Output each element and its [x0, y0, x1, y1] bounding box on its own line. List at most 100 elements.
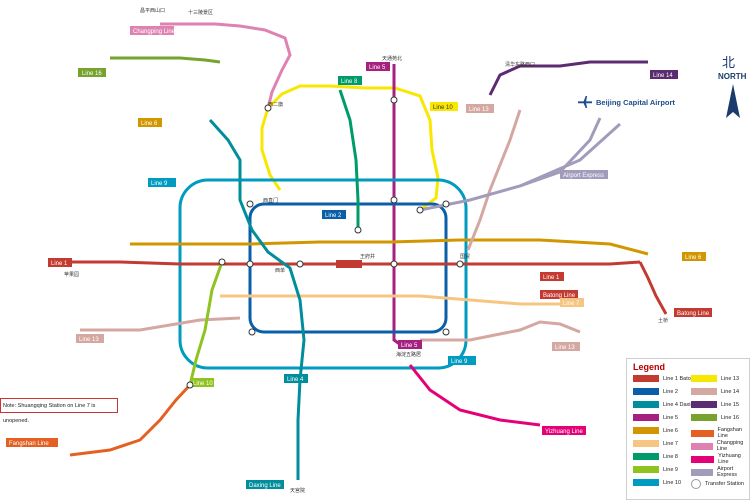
- compass-arrow-icon: [726, 84, 740, 118]
- station-label: 清华东路西口: [505, 61, 535, 68]
- tag-line6-west: Line 6: [138, 118, 162, 127]
- svg-text:Line 1: Line 1: [543, 275, 560, 281]
- station-label: 西直门: [263, 197, 278, 204]
- transfer-station-icon: [442, 200, 450, 208]
- yizhuang-path: [408, 364, 541, 427]
- transfer-station-icon: [264, 104, 272, 112]
- line15-path: [488, 60, 648, 96]
- legend-swatch: [633, 414, 659, 421]
- legend-item: Line 6: [633, 427, 678, 434]
- tag-line10-south: Line 9: [448, 356, 476, 365]
- legend-label: Line 16: [721, 414, 740, 421]
- changping-path: [160, 22, 292, 109]
- legend-swatch: [633, 453, 659, 460]
- legend-item: Line 5: [633, 414, 678, 421]
- svg-text:Daxing Line: Daxing Line: [249, 483, 281, 489]
- transfer-station-icon: [390, 96, 398, 104]
- legend-item: Airport Express: [691, 466, 749, 478]
- legend-item: Changping Line: [691, 440, 749, 452]
- transfer-station-icon: [390, 196, 398, 204]
- svg-text:Line 7: Line 7: [563, 301, 580, 307]
- tag-line5-south: Line 5: [398, 340, 422, 349]
- svg-text:Line 1: Line 1: [51, 261, 68, 267]
- legend-swatch: [633, 427, 659, 434]
- tag-line4: Line 4: [284, 374, 308, 383]
- svg-text:Line 10: Line 10: [433, 105, 453, 111]
- transfer-station-icon: [456, 260, 464, 268]
- legend-title: Legend: [633, 362, 666, 372]
- legend-label: Line 9: [663, 466, 678, 473]
- station-label: 十三陵景区: [188, 9, 213, 16]
- svg-text:Line 13: Line 13: [555, 345, 575, 351]
- legend-label: Changping Line: [716, 440, 744, 452]
- legend-swatch: [691, 375, 717, 382]
- transfer-station-icon: [246, 260, 254, 268]
- legend-swatch: [633, 401, 659, 408]
- line2-path: [248, 202, 448, 334]
- svg-text:Batong Line: Batong Line: [543, 293, 576, 299]
- svg-text:Line 6: Line 6: [141, 121, 158, 127]
- legend-item: Line 10: [633, 479, 681, 486]
- svg-text:Line 13: Line 13: [79, 337, 99, 343]
- transfer-station-icon: [218, 258, 226, 266]
- legend-label: Line 7: [663, 440, 678, 447]
- station-label: 天宫院: [290, 487, 305, 494]
- svg-text:Airport Express: Airport Express: [563, 173, 604, 179]
- svg-text:Line 5: Line 5: [401, 343, 418, 349]
- legend-label: Line 10: [663, 479, 682, 486]
- transfer-station-icon: [354, 226, 362, 234]
- legend-label: Transfer Station: [705, 481, 744, 487]
- tag-batong-2: Batong Line: [674, 308, 712, 317]
- tag-line13: Line 10: [430, 102, 458, 111]
- north-compass: 北 NORTH: [716, 52, 750, 122]
- legend-label: Line 6: [663, 427, 678, 434]
- legend-item: Line 7: [633, 440, 678, 447]
- legend-swatch: [633, 440, 659, 447]
- station-label: 海淀五路居: [396, 351, 421, 358]
- legend-label: Line 15: [721, 401, 740, 408]
- airport-path: [419, 117, 602, 212]
- transfer-station-icon: [442, 328, 450, 336]
- transfer-station-icon: [296, 260, 304, 268]
- svg-text:Line 9: Line 9: [451, 359, 468, 365]
- legend-swatch: [691, 429, 714, 437]
- legend-item: Line 15: [691, 401, 739, 408]
- svg-text:Line 2: Line 2: [325, 213, 342, 219]
- line14-east-path: [420, 320, 581, 342]
- airport-branch-path: [519, 122, 622, 188]
- tag-line7-east: Line 7: [560, 298, 584, 307]
- line14-north-path: [466, 109, 522, 251]
- line9-path: [188, 261, 224, 386]
- legend-swatch: [691, 388, 717, 395]
- fangshan-path: [69, 383, 192, 457]
- legend-swatch: [633, 388, 659, 395]
- tag-line15: Line 14: [650, 70, 678, 79]
- legend-swatch: [633, 375, 659, 382]
- legend-label: Line 5: [663, 414, 678, 421]
- tiananmen-marker: [336, 260, 362, 268]
- line16-path: [110, 56, 221, 64]
- svg-text:Yizhuang Line: Yizhuang Line: [545, 429, 583, 435]
- station-label: 王府井: [360, 253, 375, 260]
- tag-line2: Line 2: [322, 210, 346, 219]
- legend-label: Line 8: [663, 453, 678, 460]
- legend-item: Yizhuang Line: [691, 453, 749, 465]
- transfer-station-icon: [186, 381, 194, 389]
- station-label: 国贸: [460, 253, 470, 260]
- transfer-station-icon: [248, 328, 256, 336]
- legend-item: Line 1 Batong Line: [633, 375, 709, 382]
- compass-en-label: NORTH: [718, 72, 747, 81]
- airplane-icon: [578, 96, 592, 108]
- legend-label: Fangshan Line: [717, 427, 742, 439]
- line8-path: [338, 89, 360, 230]
- unopened-station-note: Note: Shuangqing Station on Line 7 is un…: [0, 398, 118, 424]
- line5-path: [392, 64, 406, 350]
- station-label: 土桥: [658, 317, 668, 324]
- airport-name: Beijing Capital Airport: [596, 97, 675, 107]
- legend-swatch: [691, 414, 717, 421]
- legend-swatch: [691, 442, 713, 450]
- svg-text:Line 4: Line 4: [287, 377, 304, 383]
